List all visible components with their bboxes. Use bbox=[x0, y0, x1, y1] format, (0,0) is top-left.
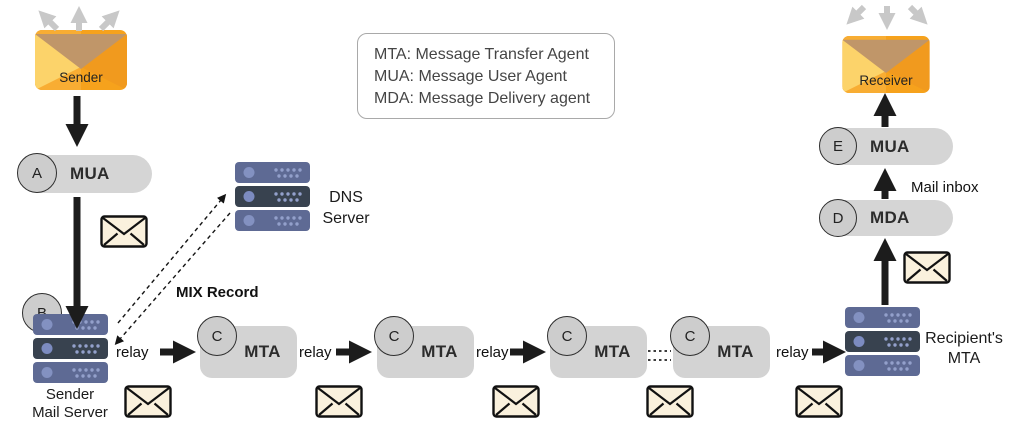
badge-d-letter: D bbox=[832, 209, 844, 227]
recipients-mta-caption-line2: MTA bbox=[947, 350, 981, 367]
badge-e-letter: E bbox=[832, 137, 843, 155]
receiver-envelope-icon: Receiver bbox=[842, 36, 930, 93]
relay-label-1: relay bbox=[116, 344, 149, 361]
mail-envelope-icon-2 bbox=[123, 385, 173, 418]
mail-envelope-icon-7 bbox=[903, 251, 951, 284]
sender-mail-server-caption-line1: Sender bbox=[45, 386, 95, 403]
mta-box-3: C MTA bbox=[547, 316, 647, 378]
dns-caption-line1: DNS bbox=[329, 189, 363, 206]
legend-line-mua: MUA: Message User Agent bbox=[374, 68, 567, 85]
sender-label: Sender bbox=[59, 70, 103, 85]
sender-out-arrow-left-icon bbox=[38, 10, 60, 32]
badge-b-letter: B bbox=[36, 304, 47, 322]
recipients-mta-caption-line1: Recipient's bbox=[925, 330, 1003, 347]
sender-envelope-icon: Sender bbox=[35, 30, 127, 90]
mta-box-2: C MTA bbox=[374, 316, 474, 378]
mda-label: MDA bbox=[870, 208, 910, 227]
mail-inbox-label: Mail inbox bbox=[911, 179, 979, 196]
mua-sender-box: A MUA bbox=[17, 153, 152, 193]
dns-server-icon bbox=[235, 162, 310, 232]
legend-line-mta: MTA: Message Transfer Agent bbox=[374, 46, 589, 63]
mua-sender-label: MUA bbox=[70, 164, 110, 183]
mta-label-1: MTA bbox=[244, 342, 281, 361]
mta-label-2: MTA bbox=[421, 342, 458, 361]
badge-c1: C bbox=[197, 316, 237, 356]
mua-receiver-label: MUA bbox=[870, 136, 910, 156]
mda-box: D MDA bbox=[819, 199, 953, 237]
sender-mail-server-caption-line2: Mail Server bbox=[32, 404, 108, 421]
mta-box-1: C MTA bbox=[197, 316, 297, 378]
badge-d: D bbox=[819, 199, 857, 237]
dns-server-caption: DNS Server bbox=[306, 187, 386, 229]
dns-caption-line2: Server bbox=[322, 210, 370, 227]
receiver-in-arrow-right-icon bbox=[907, 4, 928, 25]
mta-label-3: MTA bbox=[594, 342, 631, 361]
badge-a-letter: A bbox=[31, 164, 42, 182]
mua-receiver-box: E MUA bbox=[819, 127, 953, 165]
mail-envelope-icon-4 bbox=[491, 385, 541, 418]
mta-label-4: MTA bbox=[717, 342, 754, 361]
badge-c2: C bbox=[374, 316, 414, 356]
mail-envelope-icon-3 bbox=[314, 385, 364, 418]
receiver-in-arrow-left-icon bbox=[846, 4, 867, 25]
mail-envelope-icon-5 bbox=[645, 385, 695, 418]
mail-envelope-icon-6 bbox=[794, 385, 844, 418]
mail-envelope-icon-1 bbox=[100, 215, 148, 248]
recipients-mta-server-icon bbox=[845, 306, 920, 378]
sender-out-arrow-right-icon bbox=[98, 10, 120, 32]
mix-record-label: MIX Record bbox=[176, 284, 259, 301]
relay-label-2: relay bbox=[299, 344, 332, 361]
relay-label-3: relay bbox=[476, 344, 509, 361]
badge-a: A bbox=[17, 153, 57, 193]
legend-box: MTA: Message Transfer Agent MUA: Message… bbox=[357, 33, 615, 119]
legend-line-mda: MDA: Message Delivery agent bbox=[374, 90, 591, 107]
badge-c1-letter: C bbox=[211, 327, 223, 345]
badge-c3: C bbox=[547, 316, 587, 356]
recipients-mta-caption: Recipient's MTA bbox=[916, 329, 1012, 369]
badge-c4: C bbox=[670, 316, 710, 356]
mta-box-4: C MTA bbox=[670, 316, 770, 378]
badge-c3-letter: C bbox=[561, 327, 573, 345]
receiver-label: Receiver bbox=[859, 73, 913, 88]
sender-mail-server-caption: Sender Mail Server bbox=[10, 386, 130, 422]
badge-c4-letter: C bbox=[684, 327, 696, 345]
sender-mail-server-icon bbox=[33, 314, 108, 384]
badge-c2-letter: C bbox=[388, 327, 400, 345]
relay-label-4: relay bbox=[776, 344, 809, 361]
badge-e: E bbox=[819, 127, 857, 165]
